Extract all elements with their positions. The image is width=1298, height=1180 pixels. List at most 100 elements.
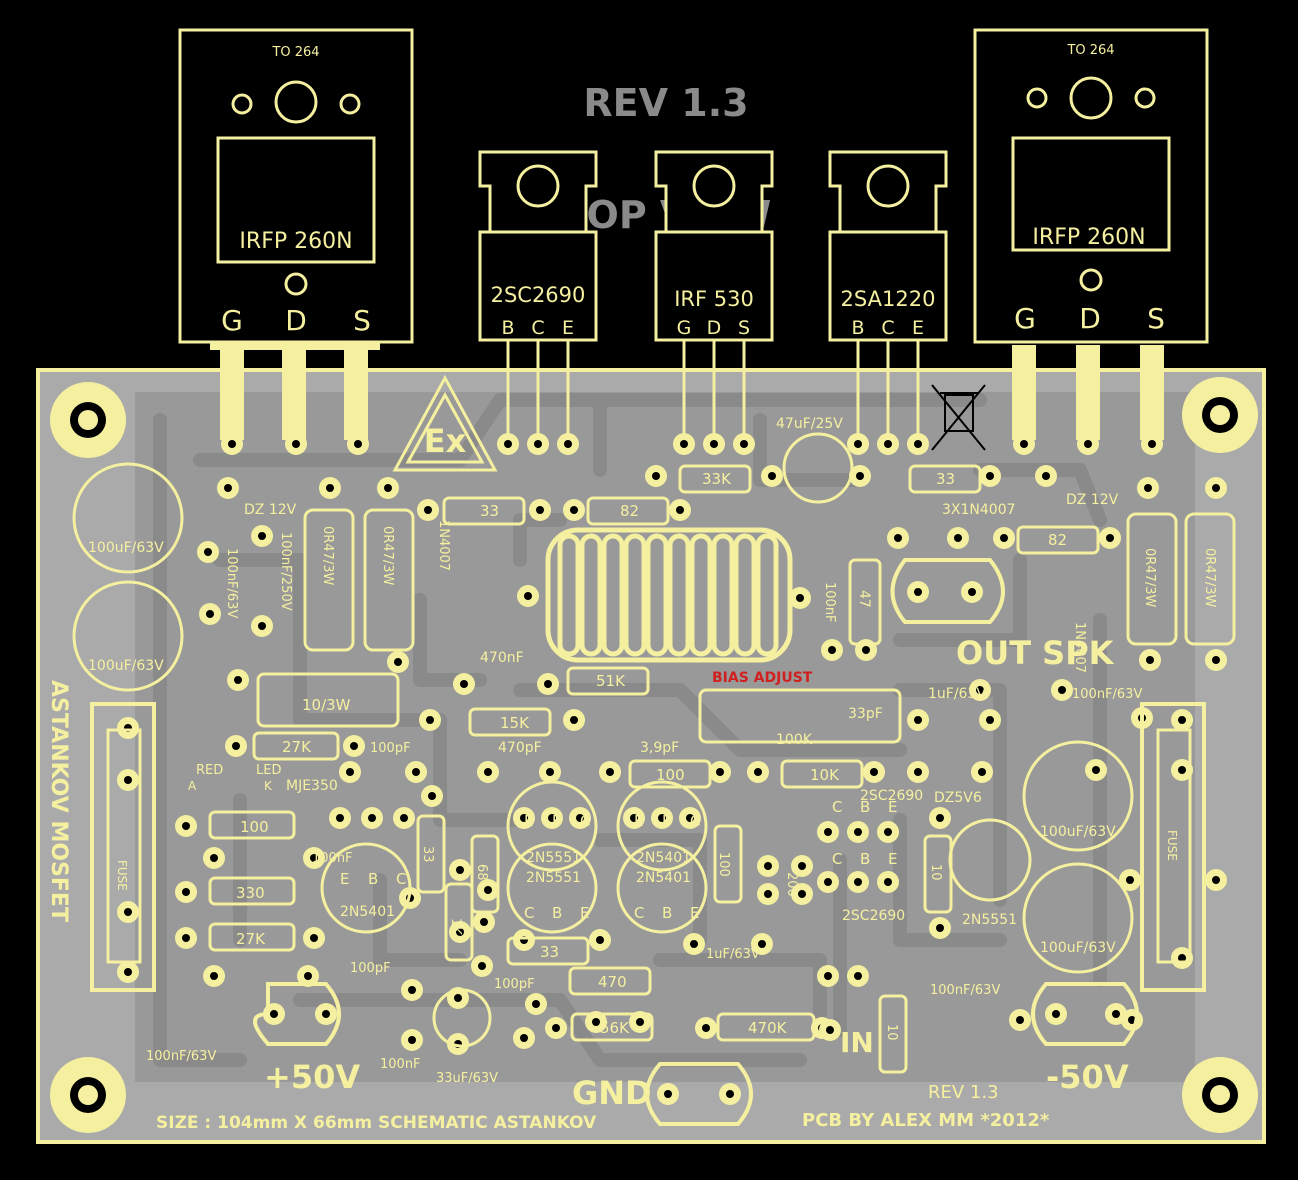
solder-pad	[517, 585, 539, 607]
component-label: 33	[540, 943, 559, 961]
component-label: 100pF	[494, 977, 535, 992]
pin-letter: E	[524, 812, 533, 830]
part-label: IRFP 260N	[1032, 225, 1145, 250]
component-label: 27K	[282, 738, 312, 756]
solder-pad	[401, 1029, 423, 1051]
component-label: 470K	[748, 1019, 788, 1037]
component-label: 33K	[702, 470, 732, 488]
coil-winding	[645, 533, 669, 657]
component-label: 100	[716, 852, 731, 877]
solder-pad	[789, 587, 811, 609]
coil-winding	[755, 533, 779, 657]
solder-pad	[545, 1017, 567, 1039]
solder-pad	[537, 673, 559, 695]
pin-s: S	[1147, 302, 1165, 335]
plus-50v-label: +50V	[264, 1058, 360, 1096]
pin-letter: B	[368, 870, 378, 888]
solder-pad	[887, 527, 909, 549]
solder-pad	[329, 807, 351, 829]
component-label: 100uF/63V	[88, 658, 164, 674]
solder-pad	[477, 761, 499, 783]
pin-g: G	[221, 304, 243, 337]
pin-letter: B	[552, 812, 562, 830]
solder-pad	[175, 815, 197, 837]
solder-pad	[979, 709, 1001, 731]
solder-pad	[629, 1011, 651, 1033]
component-label: RED	[196, 763, 223, 778]
solder-pad	[197, 541, 219, 563]
solder-pad	[449, 859, 471, 881]
solder-pad	[651, 807, 673, 829]
pin-letter: C	[690, 812, 700, 830]
resistor-bodies	[208, 464, 1236, 1074]
solder-pad	[1085, 759, 1107, 781]
solder-pad	[1051, 679, 1073, 701]
component-label: 33	[936, 470, 955, 488]
rev-bottom: REV 1.3	[928, 1082, 999, 1103]
solder-pad	[971, 761, 993, 783]
coil-winding	[579, 533, 603, 657]
svg-text:Ex: Ex	[424, 422, 467, 460]
coil-winding	[711, 533, 735, 657]
solder-pad	[217, 477, 239, 499]
gnd-label: GND	[572, 1074, 652, 1112]
solder-pad	[719, 1083, 741, 1105]
solder-pad	[855, 639, 877, 661]
solder-pad	[863, 761, 885, 783]
pin-letter: B	[662, 812, 672, 830]
component-label: 330	[236, 884, 265, 902]
component-label: 100nF	[380, 1057, 421, 1072]
component-label: 100nF/63V	[146, 1049, 216, 1064]
component-label: 33pF	[848, 706, 883, 722]
solder-pad	[225, 735, 247, 757]
package-label: TO 264	[271, 45, 319, 60]
component-label: 15K	[500, 714, 530, 732]
pin-letter: C	[634, 904, 644, 922]
component-label: 2N5551	[526, 870, 581, 886]
pin-b: B	[851, 317, 864, 339]
solder-pad	[847, 965, 869, 987]
solder-pad	[1205, 649, 1227, 671]
component-label: 33	[480, 502, 499, 520]
solder-pad	[393, 807, 415, 829]
component-label: 47	[856, 590, 872, 608]
solder-pad	[361, 807, 383, 829]
component-label: DZ 12V	[244, 502, 297, 518]
component-label: 1N4007	[1072, 622, 1087, 673]
solder-pad	[319, 477, 341, 499]
solder-pad	[1035, 465, 1057, 487]
component-label: 2N5401	[340, 904, 395, 920]
package-label: TO 264	[1066, 43, 1114, 58]
solder-pad	[513, 929, 535, 951]
bias-adjust-label: BIAS ADJUST	[712, 670, 813, 686]
solder-pad	[847, 433, 869, 455]
component-label: 100uF/63V	[1040, 940, 1116, 956]
mounting-hole-tl	[50, 382, 126, 458]
solder-pad	[453, 673, 475, 695]
solder-pad	[117, 717, 139, 739]
component-label: 10	[884, 1024, 899, 1041]
component-label: 100nF	[822, 582, 837, 623]
component-label: 1N4007	[436, 520, 451, 571]
fuse-label: FUSE	[1165, 830, 1179, 861]
component-label: 100uF/63V	[1040, 824, 1116, 840]
solder-pad	[709, 761, 731, 783]
component-label: 2N5551	[962, 912, 1017, 928]
component-label: 100nF/63V	[930, 983, 1000, 998]
component-label: LED	[256, 763, 281, 778]
solder-pad	[1205, 869, 1227, 891]
mounting-holes	[50, 377, 1258, 1133]
pin-g: G	[677, 317, 692, 339]
component-label: 100nF/63V	[224, 548, 239, 618]
solder-pad	[339, 761, 361, 783]
part-label: 2SC2690	[491, 283, 586, 307]
solder-pad	[757, 883, 779, 905]
minus-50v-label: -50V	[1046, 1058, 1129, 1096]
rev-title: REV 1.3	[583, 81, 748, 125]
component-label: 2SC2690	[860, 788, 923, 804]
solder-pad	[683, 933, 705, 955]
coil-winding	[667, 533, 691, 657]
solder-pad	[297, 965, 319, 987]
pin-s: S	[353, 304, 371, 337]
pin-s: S	[738, 317, 750, 339]
